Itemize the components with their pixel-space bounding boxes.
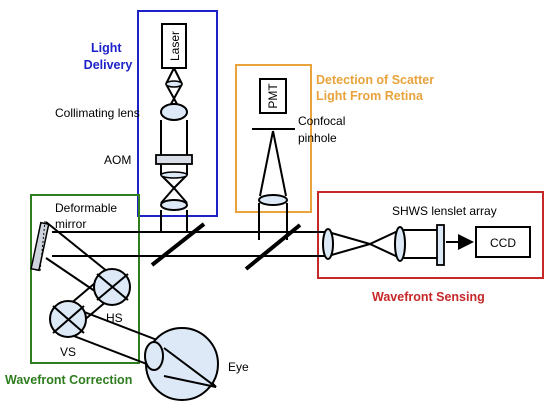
eye-label: Eye xyxy=(228,360,249,374)
pmt-label: PMT xyxy=(266,83,280,109)
wavefront-sensing-heading: Wavefront Sensing xyxy=(372,290,485,304)
mirror-fold-lines xyxy=(52,273,129,334)
confocal-pinhole-label: Confocal pinhole xyxy=(298,114,349,145)
deformable-mirror-line1: Deformable xyxy=(55,201,117,215)
deformable-mirror xyxy=(30,220,50,273)
eye-ray-2 xyxy=(163,375,217,388)
eye-cornea xyxy=(144,341,164,371)
vs-label: VS xyxy=(60,345,76,359)
sensing-lens-2 xyxy=(394,226,406,262)
detection-heading-line2: Light From Retina xyxy=(316,89,424,103)
collimating-lens-label: Collimating lens xyxy=(55,106,140,120)
ccd-box xyxy=(475,226,531,258)
light-delivery-heading-line2: Delivery xyxy=(84,58,133,72)
shws-lenslet-array xyxy=(436,224,445,266)
delivery-lens-1 xyxy=(165,80,183,88)
ccd-label: CCD xyxy=(490,236,516,250)
beam-splitter-2 xyxy=(244,223,302,271)
collimating-lens xyxy=(160,103,188,121)
confocal-pinhole-line2: pinhole xyxy=(298,131,337,145)
shws-lenslet-label: SHWS lenslet array xyxy=(392,204,497,218)
laser-box xyxy=(161,23,187,69)
deformable-mirror-label: Deformable mirror xyxy=(55,201,120,231)
wavefront-correction-heading: Wavefront Correction xyxy=(5,373,132,387)
detection-heading: Detection of Scatter Light From Retina xyxy=(316,73,438,103)
detection-lens xyxy=(258,194,288,206)
wavefront-correction-box xyxy=(30,194,140,364)
aom-crystal xyxy=(155,154,193,165)
eye-ray-1 xyxy=(163,347,217,388)
aom-label: AOM xyxy=(104,153,131,167)
hs-label: HS xyxy=(106,311,123,325)
light-delivery-heading: Light Delivery xyxy=(84,41,133,72)
deformable-mirror-line2: mirror xyxy=(55,217,86,231)
delivery-lens-3 xyxy=(160,199,188,211)
detection-heading-line1: Detection of Scatter xyxy=(316,73,434,87)
pmt-box xyxy=(259,78,287,114)
delivery-lens-2 xyxy=(160,171,188,179)
sensing-lens-1 xyxy=(322,228,334,260)
light-delivery-heading-line1: Light xyxy=(91,41,122,55)
confocal-pinhole-line1: Confocal xyxy=(298,114,345,128)
detection-box xyxy=(235,64,312,213)
wavefront-sensing-box xyxy=(317,191,544,279)
beam-splitter-1 xyxy=(150,222,206,267)
light-delivery-box xyxy=(137,10,218,217)
laser-label: Laser xyxy=(168,31,182,61)
